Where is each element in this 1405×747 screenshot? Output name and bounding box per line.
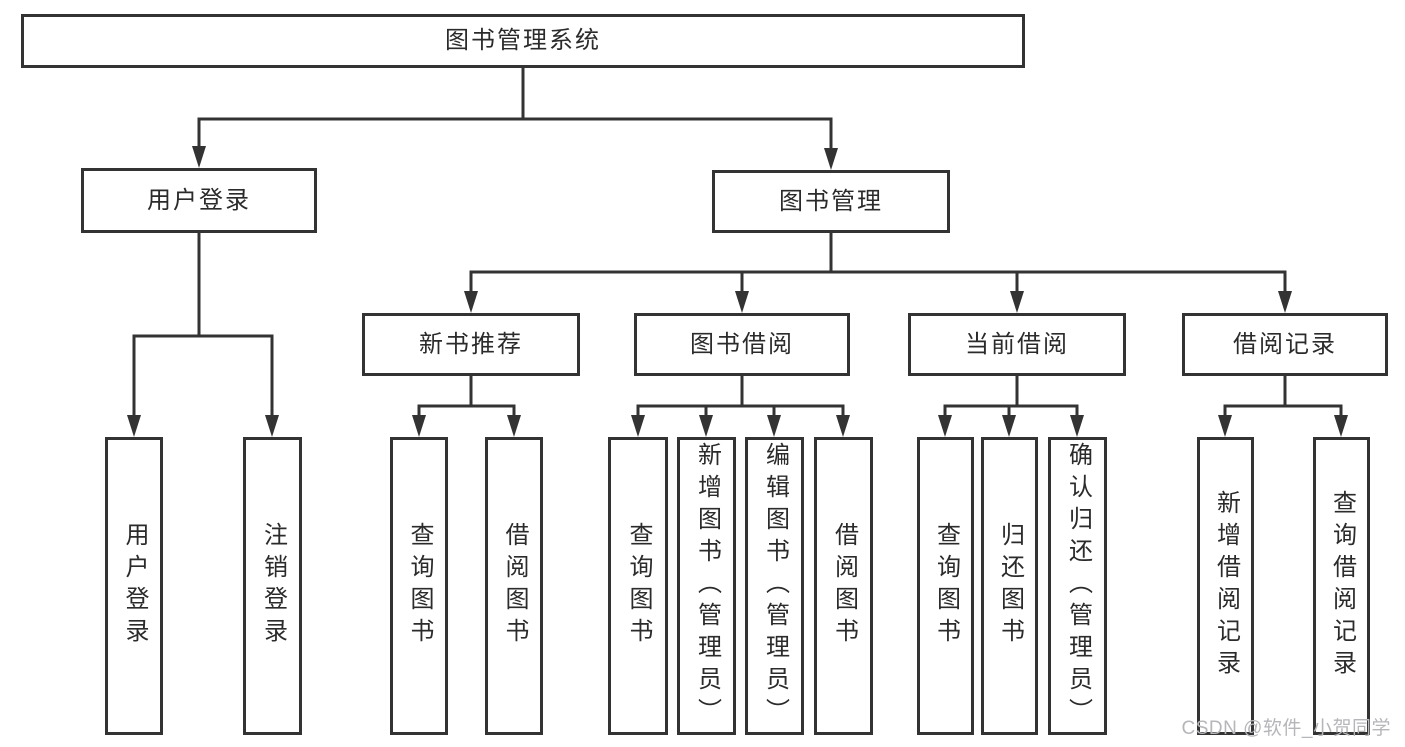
node-current-borrowing: 当前借阅 (908, 313, 1126, 376)
leaf-add-book-admin: 新增图书（管理员） (677, 437, 736, 735)
leaf-logout-login: 注销登录 (243, 437, 302, 735)
leaf-borrow-books-borrow: 借阅图书 (814, 437, 873, 735)
leaf-query-books-recommend-label: 查询图书 (406, 522, 433, 650)
leaf-user-login-label: 用户登录 (121, 522, 148, 650)
node-book-management-label: 图书管理 (779, 187, 883, 215)
leaf-query-books-recommend: 查询图书 (390, 437, 448, 735)
leaf-query-borrow-record: 查询借阅记录 (1313, 437, 1370, 735)
node-borrowing-records-label: 借阅记录 (1233, 330, 1337, 358)
leaf-query-borrow-record-label: 查询借阅记录 (1328, 490, 1356, 682)
leaf-return-books-label: 归还图书 (996, 522, 1024, 650)
node-user-login: 用户登录 (81, 168, 317, 233)
watermark-text: CSDN @软件_小贺同学 (1181, 718, 1391, 739)
leaf-add-borrow-record: 新增借阅记录 (1197, 437, 1254, 735)
leaf-edit-book-admin: 编辑图书（管理员） (745, 437, 804, 735)
leaf-return-books: 归还图书 (981, 437, 1038, 735)
leaf-query-books-borrow: 查询图书 (608, 437, 668, 735)
node-book-management: 图书管理 (712, 170, 950, 233)
node-book-borrowing-label: 图书借阅 (690, 330, 794, 358)
leaf-add-book-admin-label: 新增图书（管理员） (693, 442, 721, 730)
leaf-borrow-books-recommend: 借阅图书 (485, 437, 543, 735)
arrowheads (127, 146, 1348, 437)
leaf-edit-book-admin-label: 编辑图书（管理员） (761, 442, 789, 730)
node-new-book-recommendation: 新书推荐 (362, 313, 580, 376)
leaf-confirm-return-admin-label: 确认归还（管理员） (1064, 442, 1092, 730)
leaf-query-books-borrow-label: 查询图书 (625, 522, 652, 650)
leaf-query-books-current-label: 查询图书 (932, 522, 960, 650)
leaf-user-login: 用户登录 (105, 437, 163, 735)
node-user-login-label: 用户登录 (147, 186, 251, 214)
connector-stems (132, 66, 1343, 423)
leaf-borrow-books-recommend-label: 借阅图书 (501, 522, 528, 650)
leaf-confirm-return-admin: 确认归还（管理员） (1048, 437, 1107, 735)
node-borrowing-records: 借阅记录 (1182, 313, 1388, 376)
node-root-system-label: 图书管理系统 (445, 27, 601, 54)
node-current-borrowing-label: 当前借阅 (965, 330, 1069, 358)
leaf-logout-login-label: 注销登录 (259, 522, 287, 650)
node-root-system: 图书管理系统 (21, 14, 1025, 68)
node-book-borrowing: 图书借阅 (634, 313, 850, 376)
leaf-query-books-current: 查询图书 (917, 437, 974, 735)
leaf-borrow-books-borrow-label: 借阅图书 (830, 522, 858, 650)
leaf-add-borrow-record-label: 新增借阅记录 (1212, 490, 1240, 682)
node-new-book-recommendation-label: 新书推荐 (419, 330, 523, 358)
